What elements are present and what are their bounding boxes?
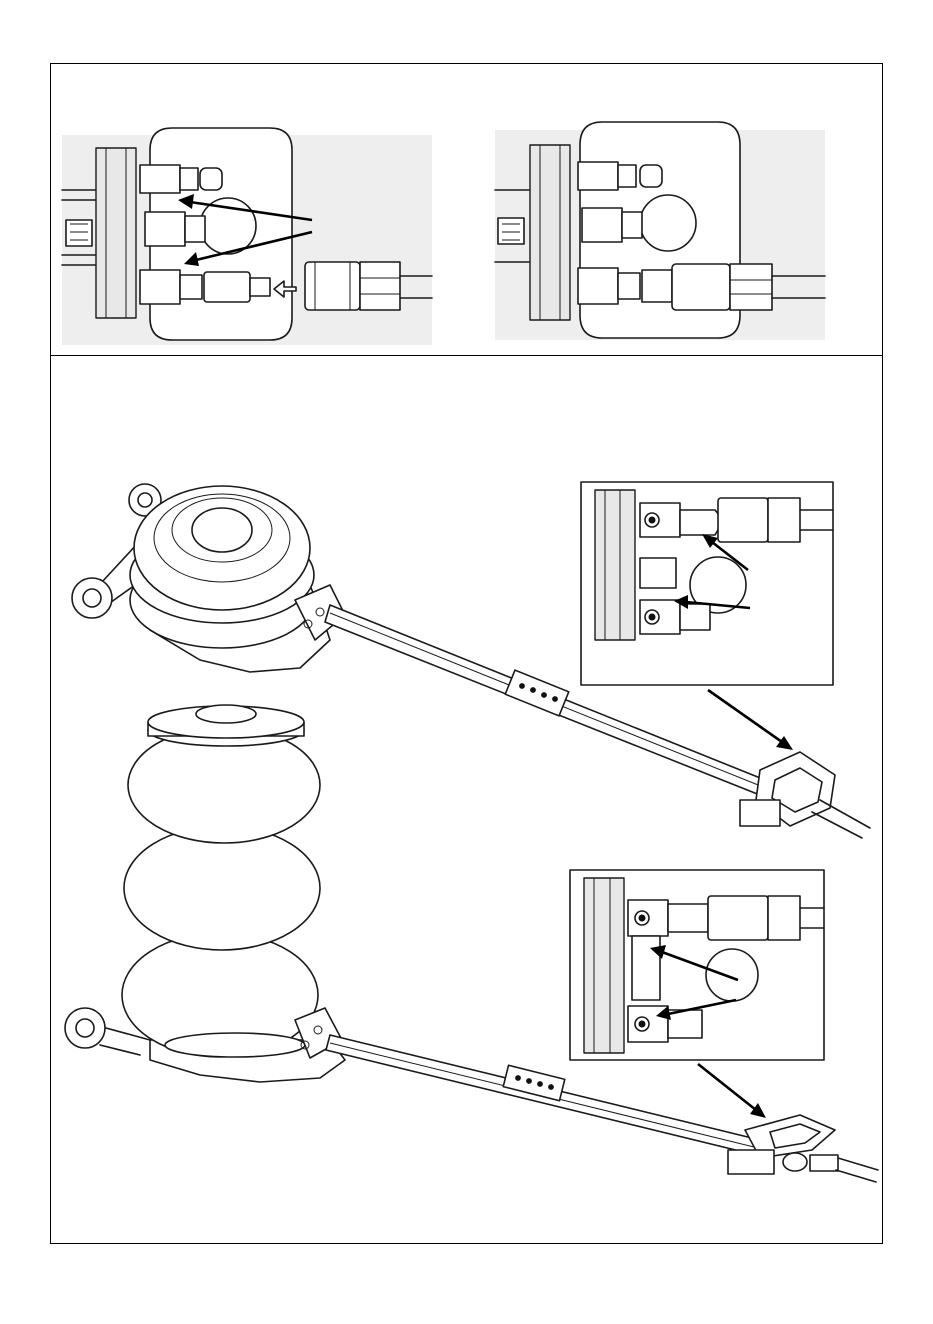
- disconnected-coupling-view: [62, 128, 432, 345]
- lower-fitting: [140, 270, 180, 304]
- mounting-plate-right: [530, 145, 570, 320]
- middle-fitting-right: [582, 208, 622, 242]
- quick-coupler-female: [305, 262, 360, 310]
- quick-coupler-male: [204, 272, 250, 302]
- upper-fitting-right: [578, 162, 618, 190]
- bottom-panel-frame: [50, 355, 883, 1244]
- gauge-ring-right: [640, 195, 696, 251]
- lower-fitting-right: [578, 268, 618, 304]
- upper-fitting: [140, 165, 180, 193]
- mounting-plate: [96, 148, 136, 318]
- hose-nut: [360, 262, 400, 310]
- middle-fitting: [145, 212, 185, 246]
- hose-nut-right: [730, 264, 772, 310]
- coupled-connector: [672, 264, 730, 310]
- connected-coupling-view: [495, 122, 825, 340]
